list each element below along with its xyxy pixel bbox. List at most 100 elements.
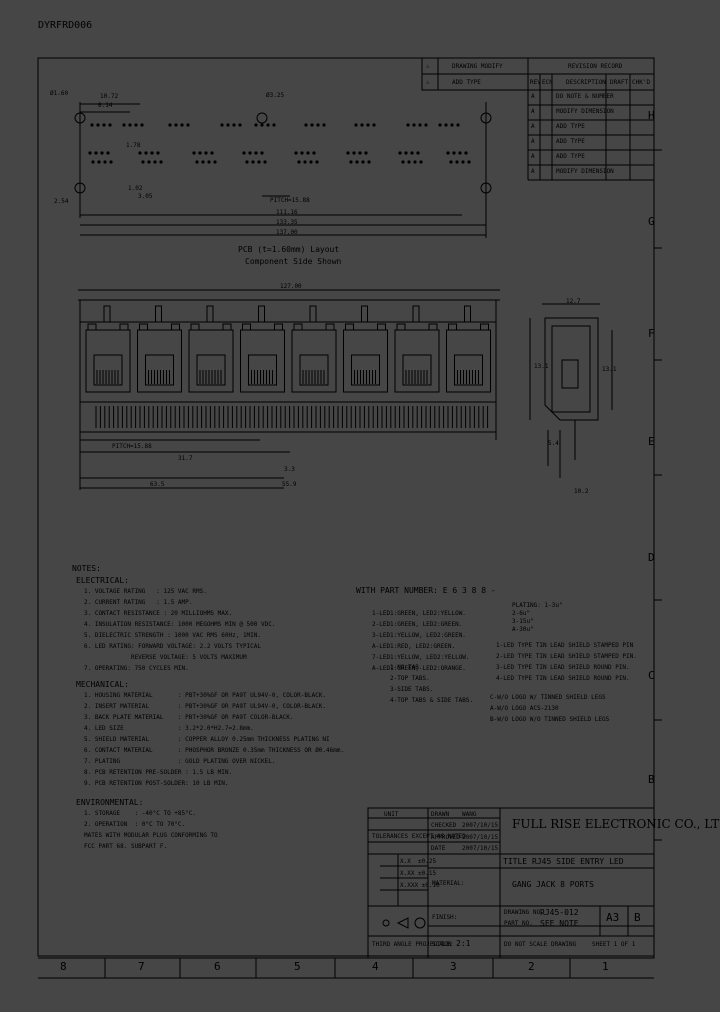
rj45-port xyxy=(137,305,182,393)
pcb-hole xyxy=(266,123,270,127)
zone-number: 3 xyxy=(450,960,457,973)
pcb-hole xyxy=(88,151,92,155)
dim-label: PITCH=15.88 xyxy=(270,197,310,204)
pcb-hole xyxy=(245,160,249,164)
shield-tab xyxy=(309,305,317,323)
pcb-hole xyxy=(312,151,316,155)
dim-label: 10.2 xyxy=(574,488,589,495)
pcb-hole xyxy=(349,160,353,164)
shield-tab xyxy=(155,305,162,323)
led-window xyxy=(448,323,457,331)
electrical-note: 1. VOLTAGE RATING : 125 VAC RMS. xyxy=(84,588,207,595)
pcb-hole xyxy=(109,160,113,164)
electrical-title: ELECTRICAL: xyxy=(76,576,129,585)
pcb-hole xyxy=(306,151,310,155)
dim-label: 63.5 xyxy=(150,481,165,488)
pcb-hole xyxy=(90,123,94,127)
pcb-hole xyxy=(467,160,471,164)
dim-label: 3.3 xyxy=(284,466,295,473)
pcb-hole xyxy=(450,123,454,127)
tolerance-row: X.XXX ±0.10 xyxy=(400,882,440,889)
pcb-hole xyxy=(260,151,264,155)
dont-scale: DO NOT SCALE DRAWING xyxy=(504,941,577,948)
revision-table xyxy=(421,57,655,181)
rj45-port xyxy=(343,305,388,393)
led-window xyxy=(190,323,200,331)
revision-desc: MODIFY DIMENSION xyxy=(556,168,614,175)
led-window xyxy=(171,323,180,331)
pcb-hole xyxy=(201,160,205,164)
drawing-rev: B xyxy=(634,911,641,924)
front-view xyxy=(78,289,500,490)
pcb-hole xyxy=(461,160,465,164)
zone-number: 2 xyxy=(528,960,535,973)
led-option: 3-LED1:YELLOW, LED2:GREEN. xyxy=(372,632,466,639)
pcb-hole xyxy=(316,123,320,127)
pcb-hole xyxy=(366,123,370,127)
pcb-hole xyxy=(419,160,423,164)
mechanical-note: 4. LED SIZE : 3.2*2.0*H2.7=2.8mm. xyxy=(84,725,254,732)
pcb-caption: Component Side Shown xyxy=(245,257,342,266)
pcb-hole xyxy=(452,151,456,155)
revision-rev: A xyxy=(531,108,535,115)
dim-label: Ø1.60 xyxy=(50,90,69,97)
pcb-hole xyxy=(263,160,267,164)
pcb-hole xyxy=(122,123,126,127)
led-window xyxy=(119,323,129,331)
lead-option: 3-LED TYPE TIN LEAD SHIELD ROUND PIN. xyxy=(496,664,630,671)
plating-option: 2-6u" xyxy=(512,610,531,617)
shield-tab xyxy=(361,305,368,323)
title-line-2: GANG JACK 8 PORTS xyxy=(512,880,594,889)
pcb-hole xyxy=(260,123,264,127)
zone-letter: D xyxy=(648,551,655,564)
plating-option: 3-15u" xyxy=(512,618,534,625)
pcb-hole xyxy=(198,151,202,155)
tab-option: 4-TOP TABS & SIDE TABS. xyxy=(390,697,474,704)
rev-col: REV xyxy=(530,79,541,86)
led-window xyxy=(377,323,386,331)
pcb-hole xyxy=(174,123,178,127)
side-view xyxy=(529,303,613,478)
part-no: SEE NOTE xyxy=(540,919,579,928)
led-window xyxy=(428,323,438,331)
mechanical-note: 7. PLATING : GOLD PLATING OVER NICKEL. xyxy=(84,758,276,765)
pcb-hole xyxy=(352,151,356,155)
environmental-note: MATES WITH MODULAR PLUG CONFORMING TO xyxy=(84,832,218,839)
mechanical-note: 8. PCB RETENTION PRE-SOLDER : 1.5 LB MIN… xyxy=(84,769,233,776)
led-option: A-LED1:GREEN, LED2:ORANGE. xyxy=(372,665,466,672)
pcb-hole xyxy=(226,123,230,127)
led-option: 1-LED1:GREEN, LED2:YELLOW. xyxy=(372,610,466,617)
pcb-hole xyxy=(464,151,468,155)
led-window xyxy=(242,323,251,331)
dim-label: 5.4 xyxy=(548,440,559,447)
pcb-hole xyxy=(180,123,184,127)
rev-mark: ⚠ xyxy=(426,63,430,70)
pcb-hole xyxy=(322,123,326,127)
material-label: MATERIAL: xyxy=(432,880,465,887)
pcb-hole xyxy=(134,123,138,127)
electrical-note: 2. CURRENT RATING : 1.5 AMP. xyxy=(84,599,193,606)
unit-label: UNIT xyxy=(384,811,399,818)
dim-label: 1.02 xyxy=(128,185,143,192)
pcb-hole xyxy=(416,151,420,155)
rj45-port xyxy=(446,305,491,393)
pcb-layout xyxy=(74,102,492,238)
logo-option: B-W/O LOGO W/O TINNED SHIELD LEGS xyxy=(490,716,610,723)
pcb-hole xyxy=(398,151,402,155)
electrical-note: REVERSE VOLTAGE: 5 VOLTS MAXIMUM xyxy=(84,654,247,661)
pcb-hole xyxy=(358,151,362,155)
desc-col: DESCRIPTION xyxy=(566,79,606,86)
dim-label: 2.54 xyxy=(54,198,69,205)
pcb-hole xyxy=(138,151,142,155)
title-line-1: RJ45 SIDE ENTRY LED xyxy=(532,857,624,866)
shield-tab xyxy=(464,305,471,323)
mechanical-note: 9. PCB RETENTION POST-SOLDER: 10 LB MIN. xyxy=(84,780,229,787)
pcb-hole xyxy=(168,123,172,127)
zone-number: 6 xyxy=(214,960,221,973)
shield-tab xyxy=(103,305,111,323)
electrical-note: 5. DIELECTRIC STRENGTH : 1000 VAC RMS 60… xyxy=(84,632,262,639)
shield-tab xyxy=(258,305,265,323)
pcb-hole xyxy=(401,160,405,164)
pcb-hole xyxy=(192,151,196,155)
led-window xyxy=(480,323,489,331)
